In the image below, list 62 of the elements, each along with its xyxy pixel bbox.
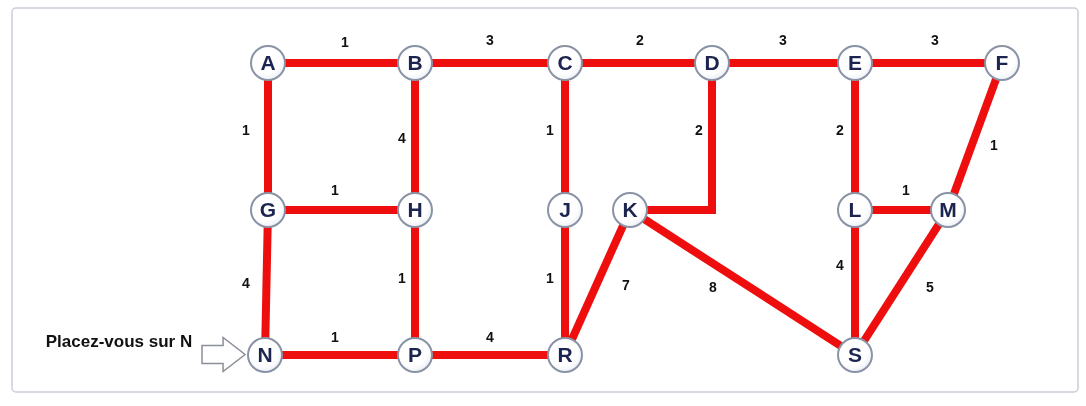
vertex-circle: A [250, 45, 286, 81]
edge-line [282, 351, 398, 359]
instruction-text: Placez-vous sur N [45, 330, 193, 353]
vertex-circle: S [837, 337, 873, 373]
edge-line [950, 77, 1000, 196]
edge-line [872, 59, 985, 67]
edge-label: 1 [545, 123, 555, 137]
vertex-circle: G [250, 192, 286, 228]
edge-line [642, 215, 843, 350]
edge-label: 1 [340, 35, 350, 49]
edge-label: 2 [635, 33, 645, 47]
edge-line [561, 227, 569, 338]
edge-line [851, 227, 859, 338]
edge-label: 4 [485, 330, 495, 344]
vertex-circle: B [397, 45, 433, 81]
vertex-circle: K [612, 192, 648, 228]
edge-line [561, 80, 569, 193]
edge-line [860, 222, 943, 343]
vertex-circle: L [837, 192, 873, 228]
vertex-circle: C [547, 45, 583, 81]
edge-label: 1 [241, 123, 251, 137]
edge-label: 5 [925, 280, 935, 294]
vertex-circle: E [837, 45, 873, 81]
edge-line [411, 227, 419, 338]
edge-label: 4 [397, 131, 407, 145]
edge-label: 2 [835, 123, 845, 137]
edge-label: 2 [694, 123, 704, 137]
vertex-circle: H [397, 192, 433, 228]
block-arrow [201, 335, 247, 373]
edge-label: 1 [901, 183, 911, 197]
edge-label: 4 [241, 276, 251, 290]
edge-label: 3 [485, 33, 495, 47]
vertex-circle: N [247, 337, 283, 373]
edge-line [851, 80, 859, 193]
vertex-circle: M [930, 192, 966, 228]
edge-line [432, 351, 548, 359]
edge-line [261, 226, 272, 339]
edge-line [729, 59, 838, 67]
vertex-circle: D [694, 45, 730, 81]
edge-label: 8 [708, 280, 718, 294]
edge-line [432, 59, 548, 67]
vertex-circle: P [397, 337, 433, 373]
vertex-circle: R [547, 337, 583, 373]
edge-label: 3 [930, 33, 940, 47]
edge-line [411, 80, 419, 193]
edge-label: 3 [778, 33, 788, 47]
edge-label: 7 [621, 278, 631, 292]
edge-line [285, 206, 398, 214]
edge-label: 1 [545, 271, 555, 285]
vertex-circle: F [984, 45, 1020, 81]
edge-line [582, 59, 695, 67]
edge-line [264, 80, 272, 193]
edge-line [568, 223, 627, 342]
vertex-circle: J [547, 192, 583, 228]
edge-label: 1 [330, 183, 340, 197]
edge-label: 1 [397, 271, 407, 285]
edge-line [285, 59, 398, 67]
edge-line [647, 80, 716, 214]
edge-line [872, 206, 931, 214]
edge-label: 1 [330, 330, 340, 344]
edge-label: 1 [989, 138, 999, 152]
edge-label: 4 [835, 258, 845, 272]
